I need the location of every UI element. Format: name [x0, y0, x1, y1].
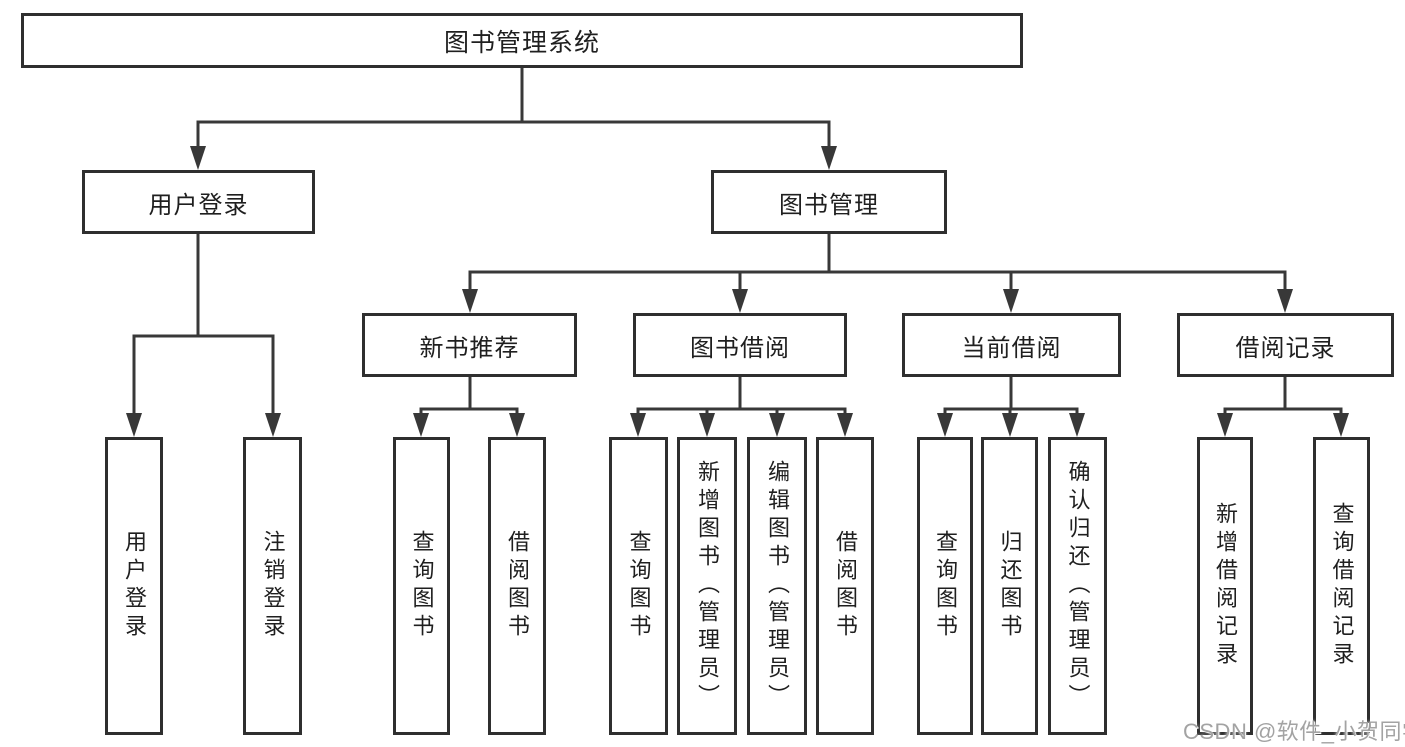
node-user-login: 用户登录 — [82, 170, 315, 234]
arrow-icon — [1003, 289, 1019, 313]
leaf-add-borrow-record-label: 新增借阅记录 — [1213, 502, 1238, 670]
leaf-add-book-admin: 新增图书（管理员） — [677, 437, 737, 735]
arrow-icon — [821, 146, 837, 170]
arrow-icon — [699, 413, 715, 437]
node-borrowing-records: 借阅记录 — [1177, 313, 1394, 377]
arrow-icon — [126, 413, 142, 437]
leaf-return-books-label: 归还图书 — [997, 530, 1023, 642]
leaf-query-books-borrowing: 查询图书 — [609, 437, 668, 735]
leaf-query-books-borrowing-label: 查询图书 — [626, 530, 652, 642]
node-new-book-recommend-label: 新书推荐 — [419, 334, 520, 362]
arrow-icon — [1217, 413, 1233, 437]
connector-userlogin-to-leaves — [132, 233, 275, 415]
leaf-logout: 注销登录 — [243, 437, 302, 735]
node-root-label: 图书管理系统 — [443, 28, 600, 57]
leaf-edit-book-admin-label: 编辑图书（管理员） — [765, 460, 790, 712]
leaf-add-borrow-record: 新增借阅记录 — [1197, 437, 1253, 735]
arrow-icon — [769, 413, 785, 437]
node-user-login-label: 用户登录 — [148, 191, 249, 219]
leaf-confirm-return-admin: 确认归还（管理员） — [1048, 437, 1107, 735]
arrow-icon — [265, 413, 281, 437]
node-new-book-recommend: 新书推荐 — [362, 313, 577, 377]
node-book-management: 图书管理 — [711, 170, 947, 234]
leaf-add-book-admin-label: 新增图书（管理员） — [695, 460, 720, 712]
connector-bookborrow-to-leaves — [636, 376, 847, 414]
leaf-query-books-recommend-label: 查询图书 — [409, 530, 435, 642]
node-book-management-label: 图书管理 — [779, 191, 879, 219]
node-root: 图书管理系统 — [21, 13, 1023, 68]
leaf-query-books-current: 查询图书 — [917, 437, 973, 735]
leaf-confirm-return-admin-label: 确认归还（管理员） — [1065, 460, 1091, 712]
leaf-borrow-books-recommend: 借阅图书 — [488, 437, 546, 735]
arrow-icon — [630, 413, 646, 437]
node-book-borrowing-label: 图书借阅 — [690, 334, 790, 362]
leaf-borrow-books-recommend-label: 借阅图书 — [505, 530, 530, 642]
arrow-icon — [837, 413, 853, 437]
arrow-icon — [413, 413, 429, 437]
connector-records-to-leaves — [1223, 376, 1343, 414]
csdn-watermark: CSDN @软件_小贺同学 — [1183, 719, 1405, 744]
arrow-icon — [1069, 413, 1085, 437]
leaf-borrow-books-borrowing-label: 借阅图书 — [833, 530, 858, 642]
leaf-edit-book-admin: 编辑图书（管理员） — [747, 437, 807, 735]
connector-newbook-to-leaves — [419, 376, 519, 414]
node-book-borrowing: 图书借阅 — [633, 313, 847, 377]
arrow-icon — [732, 289, 748, 313]
node-current-borrowing: 当前借阅 — [902, 313, 1121, 377]
leaf-query-borrow-record-label: 查询借阅记录 — [1329, 502, 1355, 670]
leaf-query-books-current-label: 查询图书 — [933, 530, 958, 642]
connector-bookmgmt-to-level3 — [468, 233, 1287, 290]
arrow-icon — [1002, 413, 1018, 437]
arrow-icon — [937, 413, 953, 437]
arrow-icon — [190, 146, 206, 170]
leaf-borrow-books-borrowing: 借阅图书 — [816, 437, 874, 735]
node-borrowing-records-label: 借阅记录 — [1235, 334, 1336, 362]
leaf-logout-label: 注销登录 — [260, 530, 286, 642]
connector-root-to-level2 — [196, 67, 831, 148]
arrow-icon — [1277, 289, 1293, 313]
leaf-user-login: 用户登录 — [105, 437, 163, 735]
arrow-icon — [509, 413, 525, 437]
leaf-query-books-recommend: 查询图书 — [393, 437, 450, 735]
node-current-borrowing-label: 当前借阅 — [961, 334, 1062, 362]
leaf-query-borrow-record: 查询借阅记录 — [1313, 437, 1370, 735]
leaf-user-login-label: 用户登录 — [122, 530, 147, 642]
arrow-icon — [462, 289, 478, 313]
connector-currentborrow-to-leaves — [943, 376, 1079, 414]
leaf-return-books: 归还图书 — [981, 437, 1038, 735]
arrow-icon — [1333, 413, 1349, 437]
